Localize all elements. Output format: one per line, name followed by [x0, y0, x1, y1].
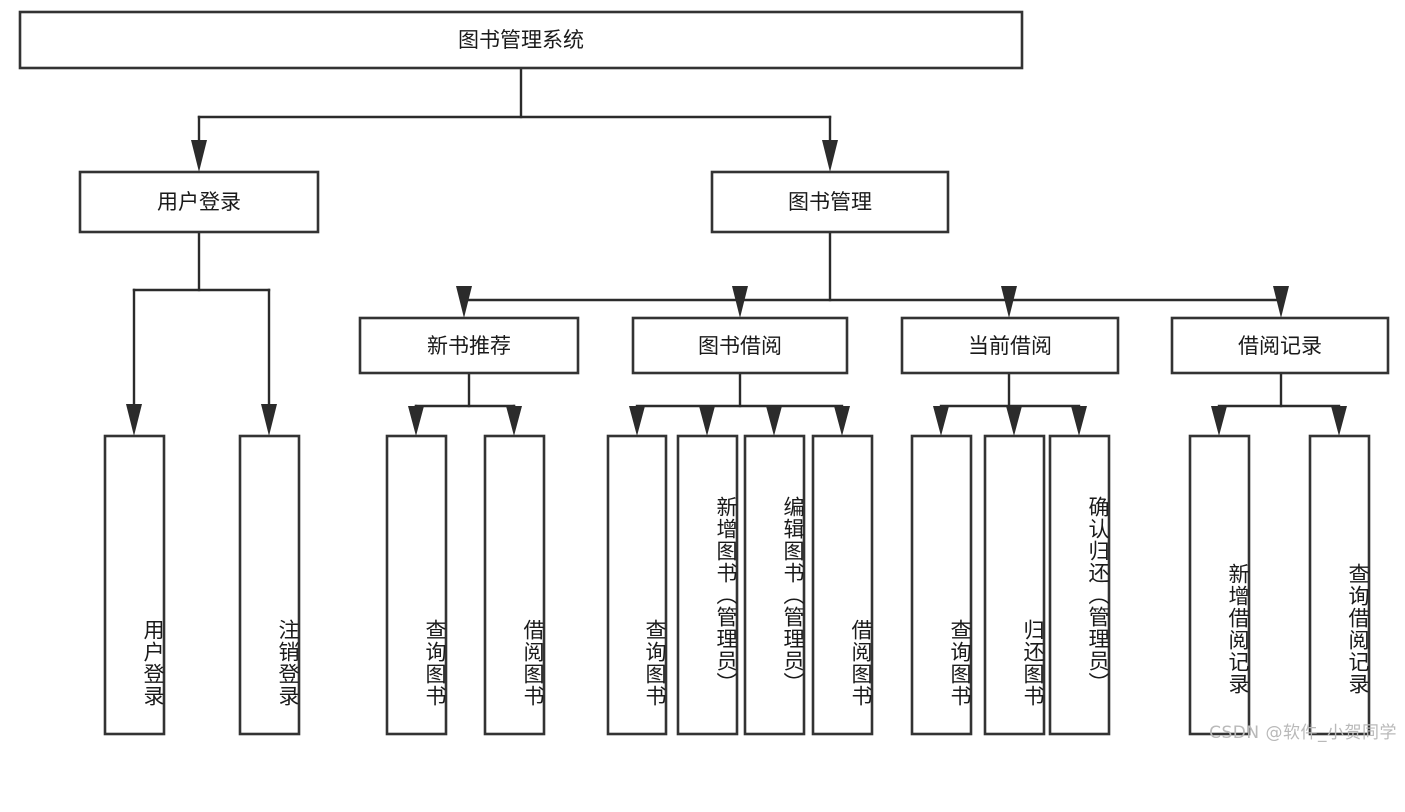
- connectors-borrow-record-to-leaves: [1211, 371, 1347, 436]
- node-label-book-manage: 图书管理: [788, 190, 872, 214]
- node-box-borrow-record[interactable]: [1170, 316, 1390, 375]
- node-label-root: 图书管理系统: [458, 28, 584, 52]
- node-label-user-login: 用户登录: [157, 190, 241, 214]
- arrow-to-leaf-query-record: [1331, 406, 1347, 436]
- arrow-to-leaf-user-login: [126, 404, 142, 436]
- connectors-book-borrow-to-leaves: [629, 371, 850, 436]
- node-label-current-borrow: 当前借阅: [968, 334, 1052, 358]
- arrow-to-new-book-rec: [456, 286, 472, 318]
- node-label-new-book-rec: 新书推荐: [427, 334, 511, 358]
- hierarchy-tree-svg: 图书管理系统 用户登录 图书管理 新书推荐 图书借阅 当前借阅 借阅记录: [18, 10, 1390, 736]
- arrow-to-leaf-query-book-1: [408, 406, 424, 436]
- node-borrow-record[interactable]: 借阅记录: [1170, 316, 1390, 375]
- node-label-book-borrow: 图书借阅: [698, 334, 782, 358]
- node-box-user-login[interactable]: [78, 170, 320, 234]
- node-label-borrow-record: 借阅记录: [1238, 334, 1322, 358]
- arrow-to-borrow-record: [1273, 286, 1289, 318]
- connectors-book-manage-to-level3: [456, 230, 1289, 318]
- node-box-leaf-add-record[interactable]: [1188, 434, 1251, 736]
- arrow-to-leaf-borrow-book-2: [834, 406, 850, 436]
- node-new-book-rec[interactable]: 新书推荐: [358, 316, 580, 375]
- arrow-to-book-borrow: [732, 286, 748, 318]
- csdn-watermark: CSDN @软件_小贺同学: [1209, 723, 1397, 743]
- connectors-current-borrow-to-leaves: [933, 371, 1087, 436]
- node-box-current-borrow[interactable]: [900, 316, 1120, 375]
- node-box-book-borrow[interactable]: [631, 316, 849, 375]
- node-box-leaf-add-book[interactable]: [676, 434, 739, 736]
- connectors-user-login-to-leaves: [126, 230, 277, 436]
- node-box-leaf-user-login[interactable]: [103, 434, 166, 736]
- connectors-root-to-level2: [191, 66, 838, 172]
- arrow-to-leaf-query-book-2: [629, 406, 645, 436]
- node-box-leaf-borrow-book-2[interactable]: [811, 434, 874, 736]
- node-box-leaf-logout[interactable]: [238, 434, 301, 736]
- node-box-leaf-query-book-2[interactable]: [606, 434, 668, 736]
- node-book-manage[interactable]: 图书管理: [710, 170, 950, 234]
- arrow-to-leaf-logout: [261, 404, 277, 436]
- node-box-leaf-edit-book[interactable]: [743, 434, 806, 736]
- arrow-to-leaf-add-book: [699, 406, 715, 436]
- diagram-canvas: 图书管理系统 用户登录 图书管理 新书推荐 图书借阅 当前借阅 借阅记录: [18, 10, 1397, 743]
- node-box-book-manage[interactable]: [710, 170, 950, 234]
- node-book-borrow[interactable]: 图书借阅: [631, 316, 849, 375]
- node-root[interactable]: 图书管理系统: [18, 10, 1024, 70]
- connectors-new-book-rec-to-leaves: [408, 371, 522, 436]
- node-box-leaf-borrow-book-1[interactable]: [483, 434, 546, 736]
- arrow-to-leaf-edit-book: [766, 406, 782, 436]
- arrow-to-user-login: [191, 140, 207, 172]
- node-box-root[interactable]: [18, 10, 1024, 70]
- arrow-to-leaf-confirm-return: [1071, 406, 1087, 436]
- node-box-leaf-confirm-return[interactable]: [1048, 434, 1111, 736]
- node-box-new-book-rec[interactable]: [358, 316, 580, 375]
- node-user-login[interactable]: 用户登录: [78, 170, 320, 234]
- node-box-leaf-return-book[interactable]: [983, 434, 1046, 736]
- arrow-to-current-borrow: [1001, 286, 1017, 318]
- arrow-to-leaf-borrow-book-1: [506, 406, 522, 436]
- arrow-to-leaf-return-book: [1006, 406, 1022, 436]
- node-box-leaf-query-book-1[interactable]: [385, 434, 448, 736]
- node-box-leaf-query-book-3[interactable]: [910, 434, 973, 736]
- node-current-borrow[interactable]: 当前借阅: [900, 316, 1120, 375]
- arrow-to-leaf-add-record: [1211, 406, 1227, 436]
- arrow-to-leaf-query-book-3: [933, 406, 949, 436]
- leaf-boxes: [103, 434, 1371, 736]
- arrow-to-book-manage: [822, 140, 838, 172]
- node-box-leaf-query-record[interactable]: [1308, 434, 1371, 736]
